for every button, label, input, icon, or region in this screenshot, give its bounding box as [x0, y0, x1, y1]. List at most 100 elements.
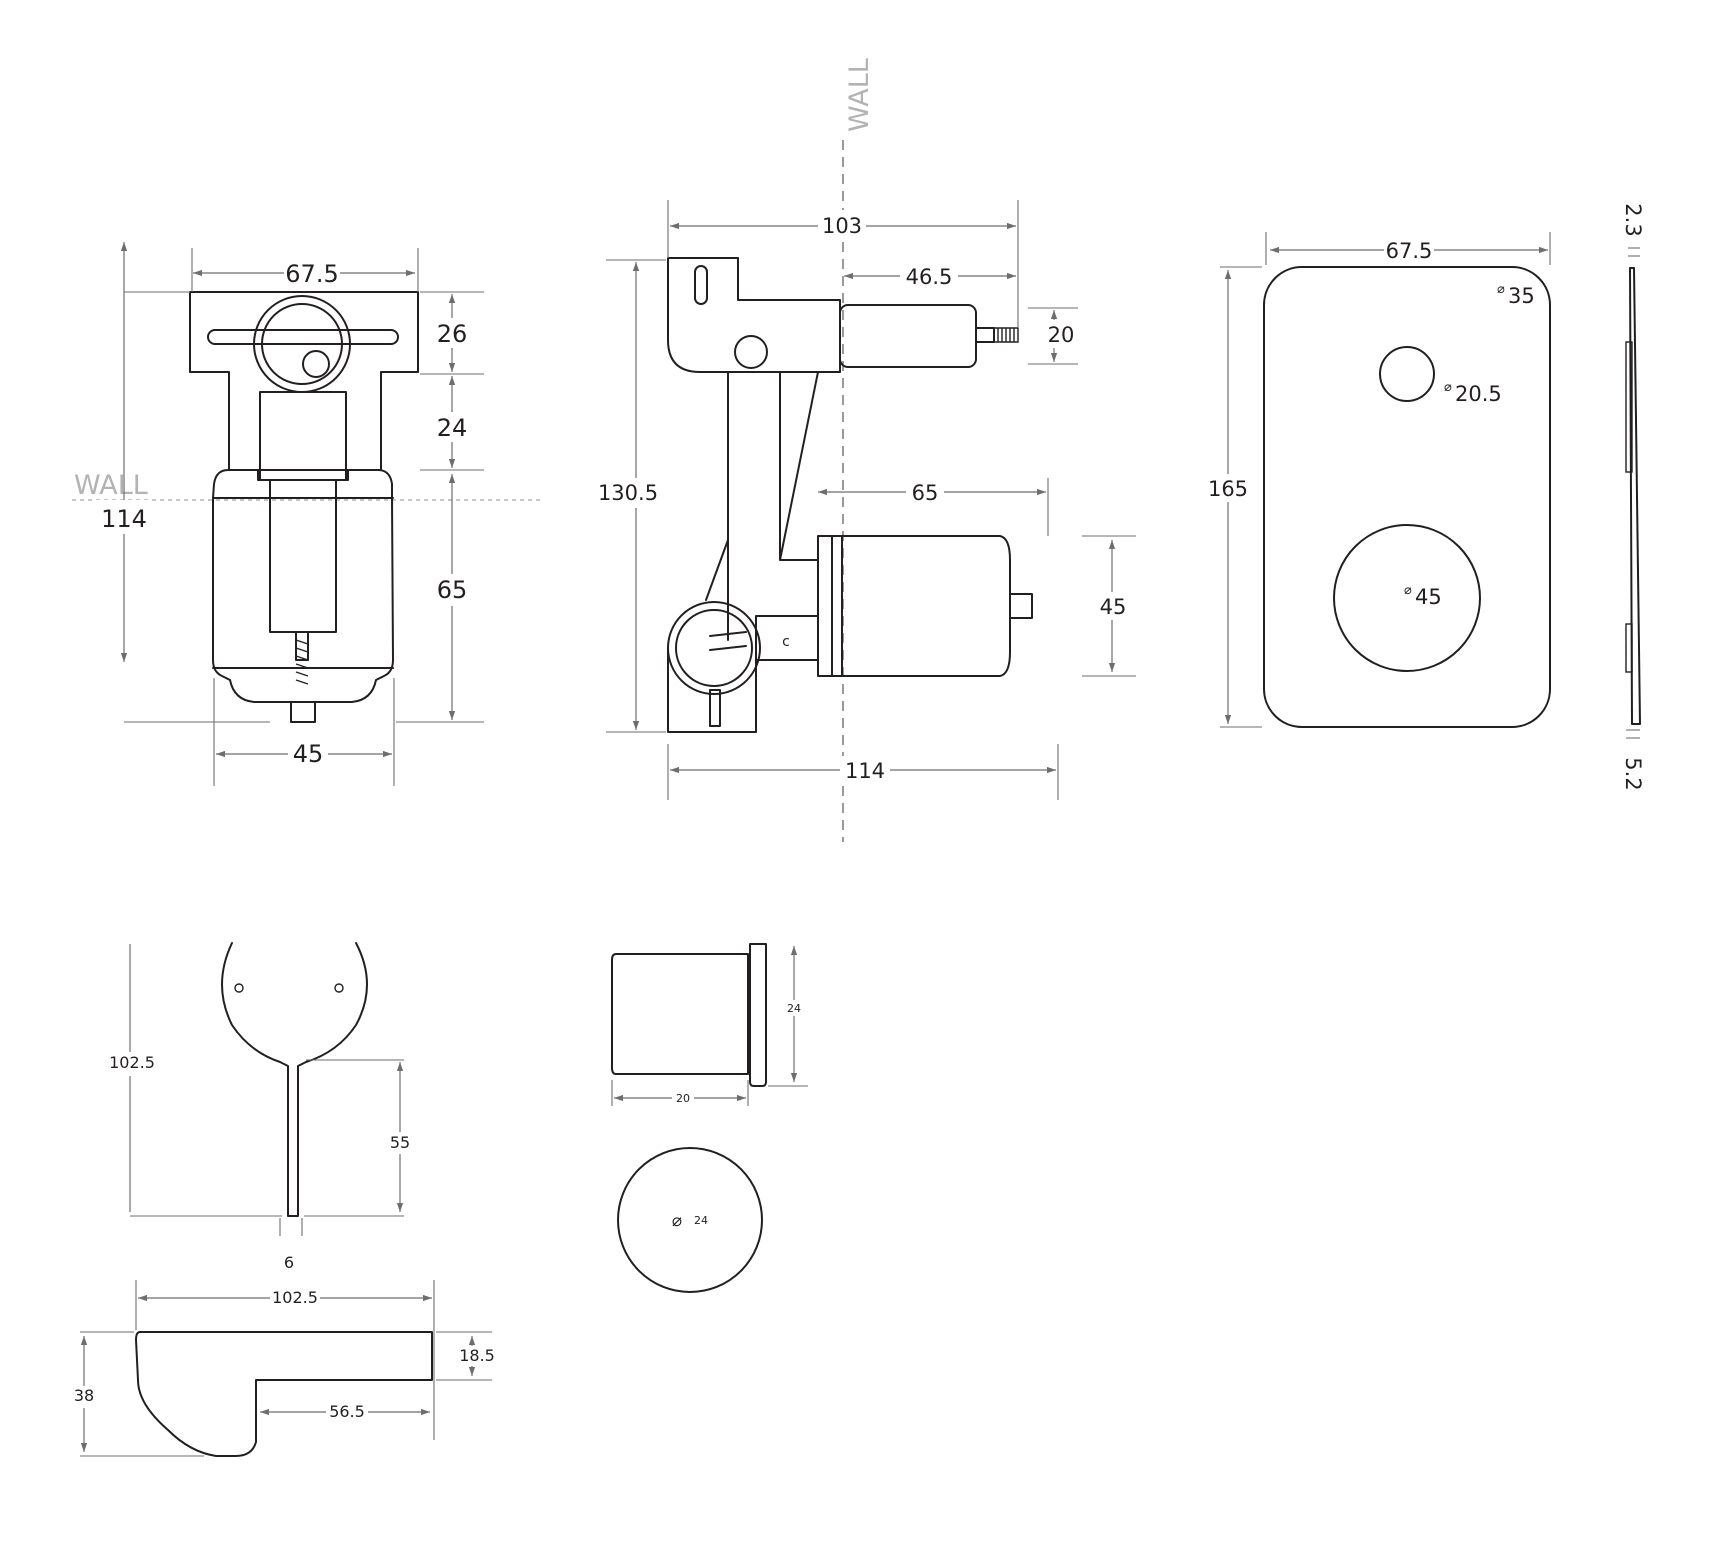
- dim-button-depth: 20: [676, 1092, 690, 1105]
- dim-side-overall-bottom: 114: [845, 759, 885, 783]
- dim-side-cartridge-length: 65: [912, 481, 939, 505]
- dim-cover-thickness-top: 2.3: [1621, 203, 1645, 236]
- dim-cover-small-hole: 20.5: [1455, 382, 1502, 406]
- label-bg: [70, 1386, 98, 1408]
- button-front-view: ⌀ 24: [617, 1147, 763, 1293]
- side-valve-key: [709, 631, 747, 651]
- cover-plate: [1263, 266, 1551, 728]
- dim-side-cartridge-diameter: 45: [1100, 595, 1127, 619]
- dim-front-width-bottom: 45: [293, 740, 324, 768]
- label-bg: [108, 1052, 154, 1076]
- side-spindle-thread: [994, 327, 1019, 343]
- dim-handle-lever-width: 6: [284, 1253, 294, 1272]
- label-bg: [436, 318, 470, 348]
- label-bg: [458, 1346, 496, 1366]
- side-cartridge-body: [841, 535, 1011, 677]
- cover-profile-view: 2.3 5.2: [1621, 203, 1645, 790]
- cover-profile: [1629, 267, 1641, 725]
- handle-front-hole: [334, 983, 344, 993]
- button-side-view: 24 20: [611, 943, 808, 1106]
- side-connector-mark: c: [782, 634, 790, 650]
- front-view: WALL 67.5 114 26: [72, 242, 540, 786]
- side-cartridge-flange: [817, 535, 843, 677]
- cover-large-hole: [1333, 524, 1481, 672]
- label-bg: [672, 1090, 694, 1106]
- dim-front-height-total: 114: [101, 505, 147, 533]
- handle-front-view: 102.5 55 6: [108, 942, 414, 1272]
- label-bg: [784, 1000, 804, 1016]
- dim-button-height: 24: [787, 1002, 801, 1015]
- front-cartridge: [269, 479, 337, 633]
- label-bg: [436, 412, 470, 442]
- label-bg: [600, 478, 660, 508]
- dim-front-neck-height: 24: [437, 414, 468, 442]
- cover-profile-boss: [1625, 341, 1633, 473]
- label-bg: [906, 478, 944, 506]
- dim-button-diameter: 24: [694, 1214, 708, 1227]
- front-port-knob: [302, 350, 330, 378]
- label-bg: [1096, 592, 1130, 620]
- side-arm-brace: [705, 539, 729, 601]
- dim-side-spindle-diameter: 20: [1048, 323, 1075, 347]
- side-wall-label: WALL: [844, 58, 875, 132]
- label-bg: [288, 738, 328, 768]
- cover-small-hole: [1379, 346, 1435, 402]
- label-bg: [270, 1288, 320, 1310]
- side-bracket-slot: [694, 265, 708, 305]
- dim-handle-total-height: 102.5: [109, 1053, 155, 1072]
- label-bg: [436, 574, 470, 606]
- side-valve-slot: [709, 689, 721, 727]
- side-spindle-housing: [839, 304, 977, 368]
- dim-front-bracket-height: 26: [437, 320, 468, 348]
- dim-cover-width: 67.5: [1386, 239, 1433, 263]
- side-view: WALL c 103 46.5: [598, 58, 1136, 842]
- front-thread: [295, 639, 309, 685]
- dim-cover-height: 165: [1208, 477, 1248, 501]
- label-bg: [818, 210, 866, 240]
- label-bg: [1206, 474, 1250, 502]
- dim-side-overall-top: 103: [822, 214, 862, 238]
- label-bg: [386, 1132, 414, 1154]
- side-pivot: [734, 335, 768, 369]
- dim-side-spindle-length: 46.5: [906, 265, 953, 289]
- side-cartridge-cap: [1009, 593, 1033, 619]
- label-bg: [1384, 236, 1434, 264]
- label-bg: [900, 262, 958, 290]
- front-slot: [207, 329, 399, 345]
- label-bg: [96, 500, 152, 534]
- handle-front-hole: [234, 983, 244, 993]
- handle-side-outline: [135, 1331, 433, 1457]
- dim-handle-lever-reach: 56.5: [329, 1402, 365, 1421]
- cover-plate-view: 67.5 165 ⌀ 35 ⌀ 20.5 ⌀ 45: [1206, 232, 1551, 728]
- front-neck: [259, 391, 347, 481]
- dia-symbol: ⌀: [1444, 380, 1452, 395]
- dia-symbol: ⌀: [672, 1211, 682, 1231]
- label-bg: [840, 756, 890, 784]
- handle-side-view: 102.5 38 18.5 56.5: [70, 1280, 496, 1457]
- front-bracket: [189, 291, 419, 481]
- dim-front-body-height: 65: [437, 576, 468, 604]
- dim-front-width-top: 67.5: [285, 260, 338, 288]
- front-thread-stem: [295, 631, 309, 661]
- label-bg: [284, 256, 340, 288]
- front-port-ring-inner: [261, 303, 343, 385]
- dia-symbol: ⌀: [1404, 583, 1412, 598]
- button-front-circle: [617, 1147, 763, 1293]
- dim-handle-lever-length: 55: [390, 1133, 410, 1152]
- front-outlet-stub: [290, 701, 316, 723]
- dim-cover-thickness-bottom: 5.2: [1621, 757, 1645, 790]
- side-valve-connector: [755, 615, 819, 661]
- label-bg: [1044, 320, 1078, 348]
- side-spindle-stem: [975, 327, 995, 343]
- side-arm: [727, 371, 819, 641]
- dim-handle-side-height: 38: [74, 1386, 94, 1405]
- front-body: [212, 469, 394, 703]
- button-side-flange: [749, 943, 767, 1087]
- dim-cover-large-hole: 45: [1415, 585, 1442, 609]
- front-wall-label: WALL: [74, 470, 148, 501]
- dim-handle-side-length: 102.5: [272, 1288, 318, 1307]
- side-valve-outer: [667, 601, 761, 695]
- button-side-body: [611, 953, 749, 1075]
- dim-handle-tip-height: 18.5: [459, 1346, 495, 1365]
